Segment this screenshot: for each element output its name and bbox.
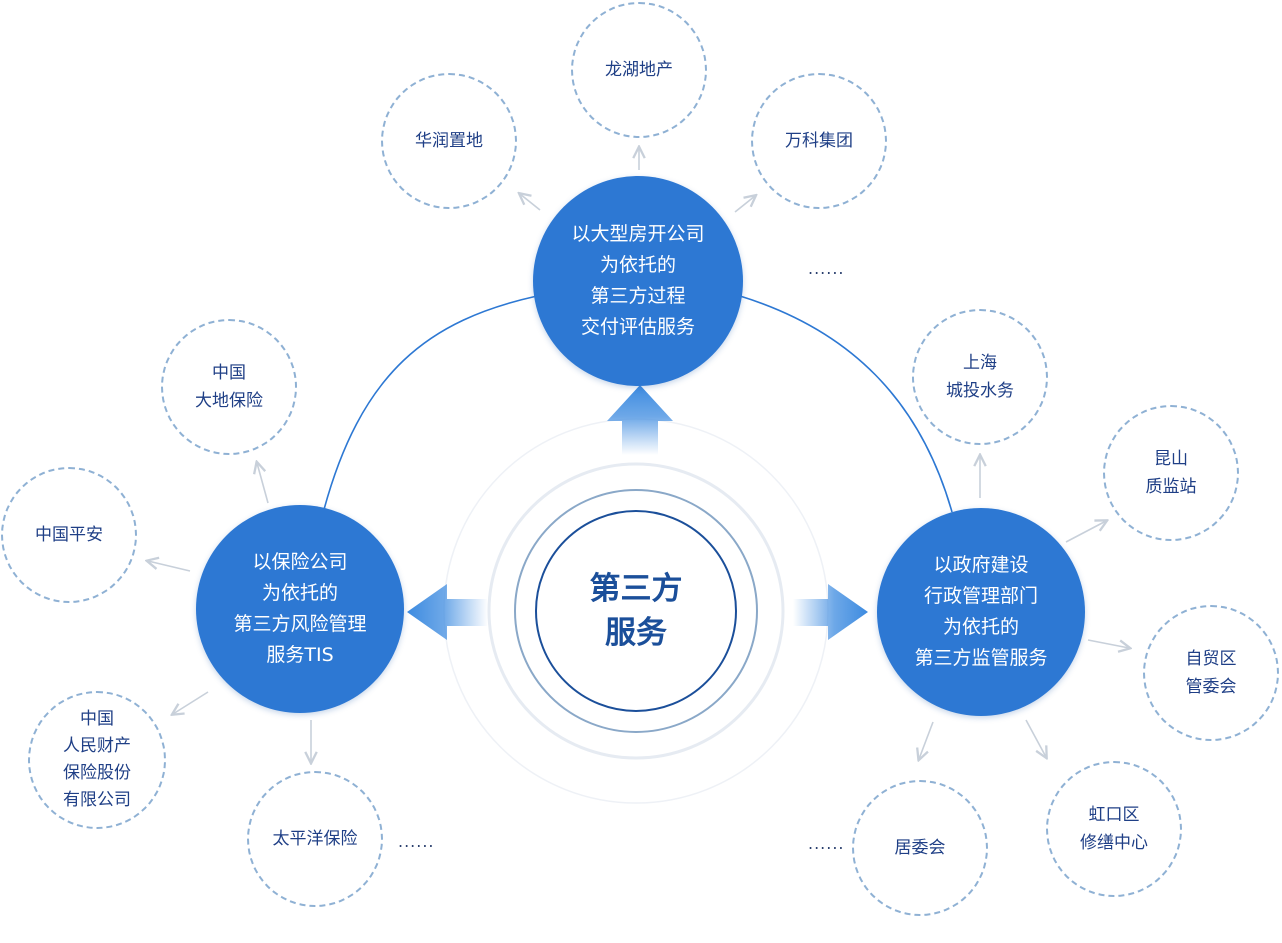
- middle-ring: [487, 462, 785, 760]
- hub-right-government: 以政府建设 行政管理部门 为依托的 第三方监管服务: [877, 508, 1085, 716]
- hub-right-line-4: 第三方监管服务: [914, 647, 1048, 669]
- satellite-kunshan-line-1: 昆山: [1154, 449, 1188, 469]
- satellite-kunshan: 昆山 质监站: [1103, 405, 1239, 541]
- satellite-hongkou: 虹口区 修缮中心: [1046, 761, 1182, 897]
- ellipsis-right: ......: [808, 834, 845, 853]
- hub-top-line-3: 第三方过程: [590, 285, 686, 307]
- arrow-to-kunshan: [1065, 521, 1106, 543]
- hub-left-line-2: 为依托的: [261, 582, 338, 604]
- satellite-renmin-line-1: 中国: [80, 709, 114, 729]
- arrow-to-pingan: [148, 561, 191, 572]
- hub-left-line-4: 服务TIS: [266, 644, 334, 666]
- hub-connector-right: [739, 295, 953, 513]
- satellite-huarun-label: 华润置地: [415, 131, 483, 151]
- hub-right-line-1: 以政府建设: [933, 554, 1029, 576]
- arrow-to-hongkou: [1025, 719, 1046, 757]
- center-circle: 第三方 服务: [535, 510, 737, 712]
- satellite-ftz-line-1: 自贸区: [1185, 649, 1237, 669]
- hub-left-line-1: 以保险公司: [252, 551, 348, 573]
- satellite-renmin-line-2: 人民财产: [63, 736, 131, 756]
- arrow-to-vanke: [734, 196, 755, 213]
- satellite-kunshan-line-2: 质监站: [1145, 477, 1197, 497]
- hub-top-developer: 以大型房开公司 为依托的 第三方过程 交付评估服务: [533, 176, 743, 386]
- satellite-shanghai-water-line-1: 上海: [963, 353, 997, 373]
- hub-left-line-3: 第三方风险管理: [233, 613, 367, 635]
- hub-top-line-1: 以大型房开公司: [571, 223, 705, 245]
- satellite-juwei-label: 居委会: [894, 838, 946, 858]
- satellite-dadi-line-1: 中国: [212, 363, 246, 383]
- arrow-to-huarun: [520, 194, 541, 211]
- satellite-pingan: 中国平安: [1, 467, 137, 603]
- satellite-renmin: 中国 人民财产 保险股份 有限公司: [28, 691, 166, 829]
- arrow-to-dadi: [257, 463, 269, 504]
- satellite-ftz-line-2: 管委会: [1185, 677, 1237, 697]
- hub-top-line-4: 交付评估服务: [580, 316, 695, 338]
- satellite-pingan-label: 中国平安: [35, 525, 103, 545]
- arrow-to-juwei: [919, 721, 934, 759]
- satellite-hongkou-line-1: 虹口区: [1088, 805, 1140, 825]
- inner-ring: [514, 489, 758, 733]
- satellite-hongkou-line-2: 修缮中心: [1080, 833, 1148, 853]
- hub-left-insurance: 以保险公司 为依托的 第三方风险管理 服务TIS: [196, 505, 404, 713]
- satellite-dadi-line-2: 大地保险: [195, 391, 263, 411]
- arrow-to-ftz: [1087, 639, 1129, 648]
- hub-top-line-2: 为依托的: [599, 254, 676, 276]
- center-line-2: 服务: [605, 615, 667, 651]
- big-arrow-right: [793, 584, 868, 640]
- satellite-longhu-label: 龙湖地产: [605, 60, 673, 80]
- center-line-1: 第三方: [589, 571, 683, 607]
- satellite-ftz: 自贸区 管委会: [1143, 605, 1279, 741]
- satellite-vanke: 万科集团: [751, 73, 887, 209]
- satellite-longhu: 龙湖地产: [571, 2, 707, 138]
- arrow-to-renmin: [173, 691, 209, 714]
- satellite-taiping-label: 太平洋保险: [272, 829, 358, 849]
- big-arrow-left: [407, 584, 488, 640]
- ellipsis-left: ......: [398, 832, 435, 851]
- satellite-renmin-line-4: 有限公司: [63, 790, 131, 810]
- hub-right-line-2: 行政管理部门: [923, 585, 1038, 607]
- hub-connector-left: [321, 295, 538, 518]
- satellite-renmin-line-3: 保险股份: [63, 763, 131, 783]
- hub-right-line-3: 为依托的: [942, 616, 1019, 638]
- satellite-huarun: 华润置地: [381, 73, 517, 209]
- satellite-taiping: 太平洋保险: [247, 771, 383, 907]
- satellite-dadi: 中国 大地保险: [161, 319, 297, 455]
- ellipsis-top: ......: [808, 259, 845, 278]
- satellite-vanke-label: 万科集团: [785, 131, 853, 151]
- satellite-shanghai-water: 上海 城投水务: [912, 309, 1048, 445]
- satellite-juwei: 居委会: [852, 780, 988, 916]
- satellite-shanghai-water-line-2: 城投水务: [946, 381, 1014, 401]
- big-arrow-up: [607, 385, 673, 455]
